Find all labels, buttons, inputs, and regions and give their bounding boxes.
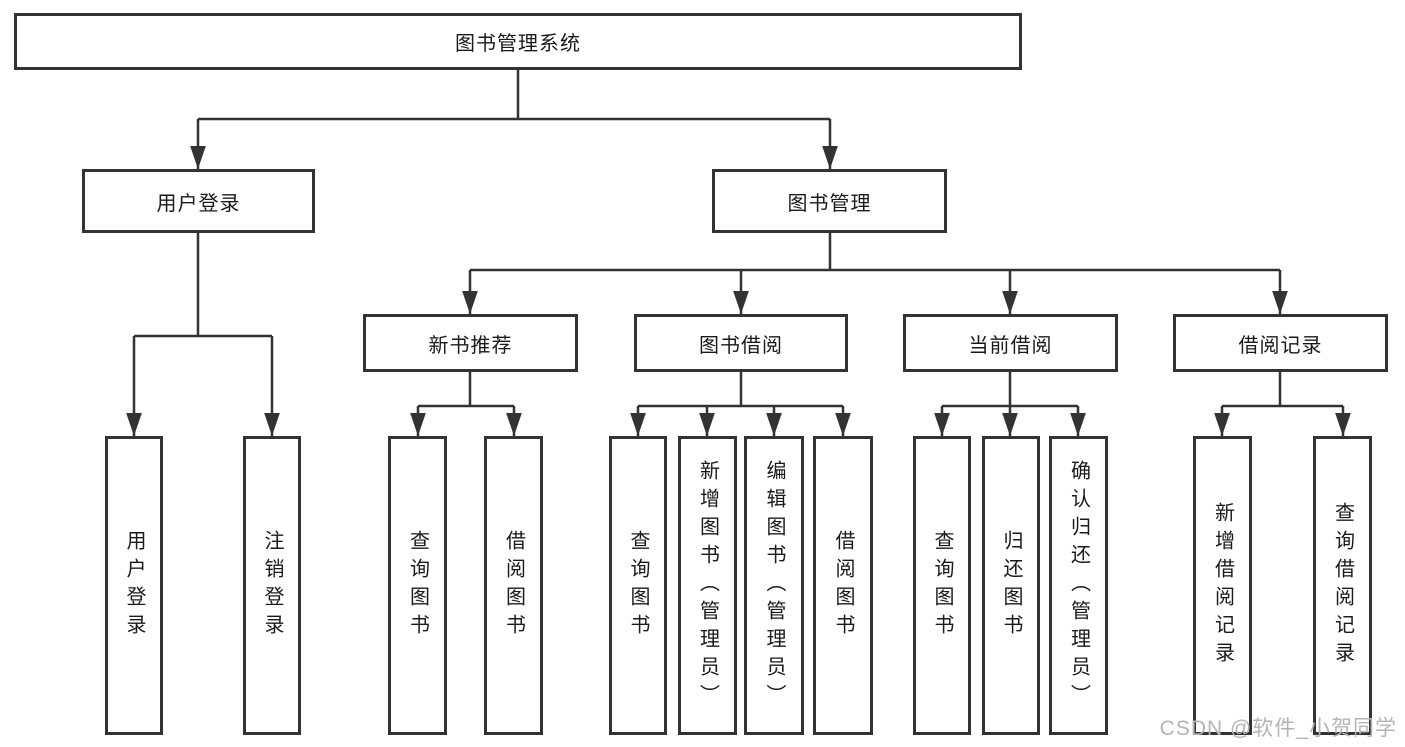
leaf-cb-confirm-return-admin: 确认归还（管理员） xyxy=(1049,436,1108,735)
leaf-bb-edit-books-admin-label: 编辑图书（管理员） xyxy=(763,459,785,712)
leaf-br-query-record-label: 查询借阅记录 xyxy=(1331,501,1354,670)
node-current-borrowing: 当前借阅 xyxy=(903,314,1118,372)
leaf-bb-borrow-books: 借阅图书 xyxy=(813,436,873,735)
leaf-br-add-record: 新增借阅记录 xyxy=(1193,436,1252,735)
node-book-borrowing: 图书借阅 xyxy=(634,314,848,372)
leaf-bb-add-books-admin-label: 新增图书（管理员） xyxy=(696,459,719,712)
leaf-logout-login: 注销登录 xyxy=(243,436,301,735)
leaf-nb-borrow-books: 借阅图书 xyxy=(484,436,543,735)
node-new-book-recommendation: 新书推荐 xyxy=(363,314,578,372)
leaf-nb-query-books: 查询图书 xyxy=(388,436,447,735)
leaf-user-login-label: 用户登录 xyxy=(123,529,145,642)
leaf-bb-borrow-books-label: 借阅图书 xyxy=(832,529,854,642)
leaf-nb-query-books-label: 查询图书 xyxy=(406,529,429,642)
leaf-bb-add-books-admin: 新增图书（管理员） xyxy=(678,436,737,735)
leaf-bb-edit-books-admin: 编辑图书（管理员） xyxy=(744,436,804,735)
leaf-cb-query-books: 查询图书 xyxy=(913,436,971,735)
leaf-bb-query-books-label: 查询图书 xyxy=(627,529,649,642)
leaf-bb-query-books: 查询图书 xyxy=(609,436,667,735)
node-borrow-records: 借阅记录 xyxy=(1173,314,1388,372)
leaf-cb-return-books-label: 归还图书 xyxy=(1000,529,1022,642)
leaf-nb-borrow-books-label: 借阅图书 xyxy=(502,529,525,642)
leaf-br-add-record-label: 新增借阅记录 xyxy=(1211,501,1234,670)
node-user-login-branch: 用户登录 xyxy=(82,169,315,233)
leaf-cb-query-books-label: 查询图书 xyxy=(931,529,953,642)
leaf-cb-return-books: 归还图书 xyxy=(982,436,1040,735)
node-library-management-system: 图书管理系统 xyxy=(14,13,1022,70)
leaf-logout-login-label: 注销登录 xyxy=(261,529,283,642)
node-book-management: 图书管理 xyxy=(712,169,947,233)
leaf-br-query-record: 查询借阅记录 xyxy=(1313,436,1372,735)
leaf-user-login: 用户登录 xyxy=(105,436,163,735)
leaf-cb-confirm-return-admin-label: 确认归还（管理员） xyxy=(1067,459,1090,712)
